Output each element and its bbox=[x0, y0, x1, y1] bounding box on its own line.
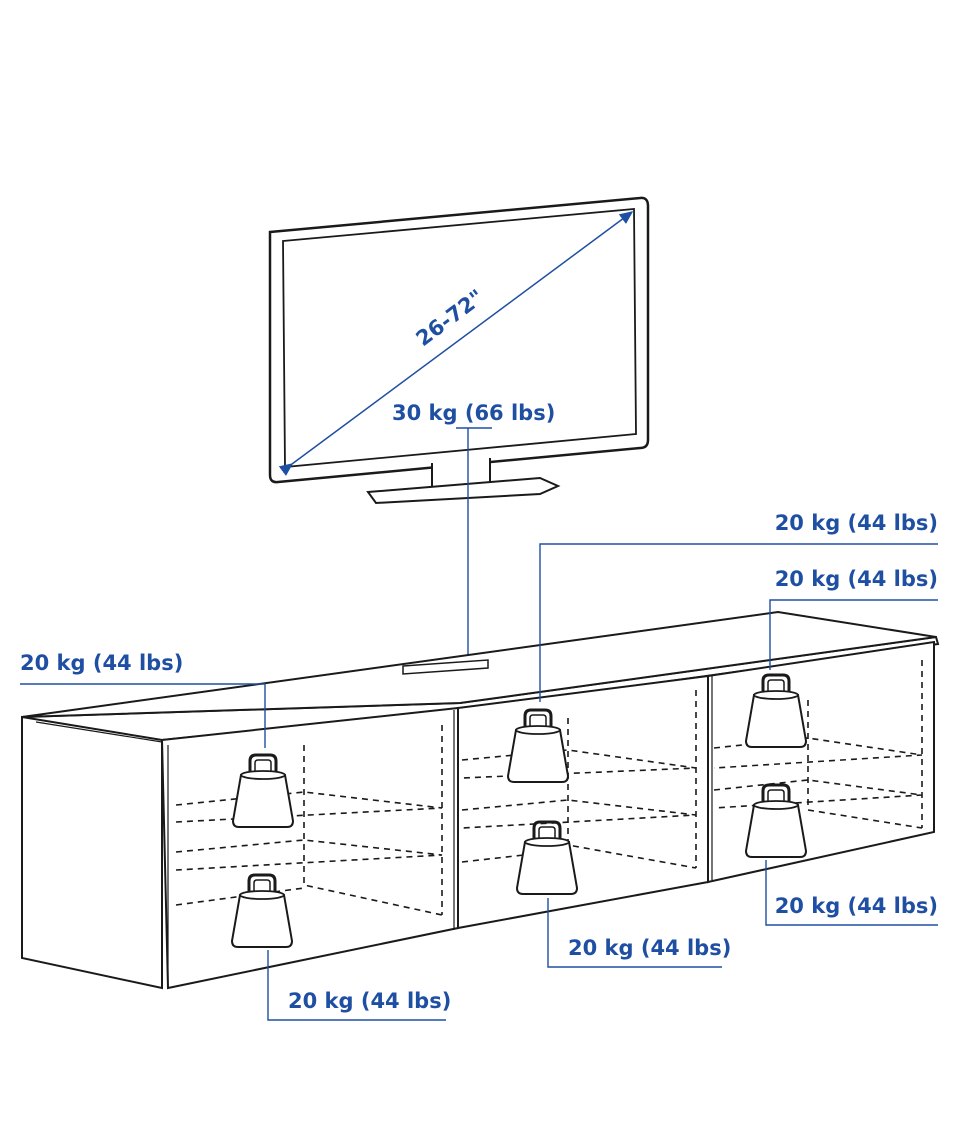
load-label-left-top: 20 kg (44 lbs) bbox=[20, 651, 183, 675]
load-label-middle-bottom: 20 kg (44 lbs) bbox=[568, 936, 731, 960]
tv-illustration bbox=[268, 196, 650, 505]
tv-weight-label: 30 kg (66 lbs) bbox=[392, 401, 555, 425]
leader-lines bbox=[20, 543, 938, 1021]
load-label-right-top: 20 kg (44 lbs) bbox=[775, 567, 938, 591]
load-label-right-bottom: 20 kg (44 lbs) bbox=[775, 894, 938, 918]
diagonal-arrow bbox=[278, 211, 634, 476]
tv-bench-illustration bbox=[21, 610, 940, 990]
load-label-middle-top: 20 kg (44 lbs) bbox=[775, 511, 938, 535]
load-label-left-bottom: 20 kg (44 lbs) bbox=[288, 989, 451, 1013]
